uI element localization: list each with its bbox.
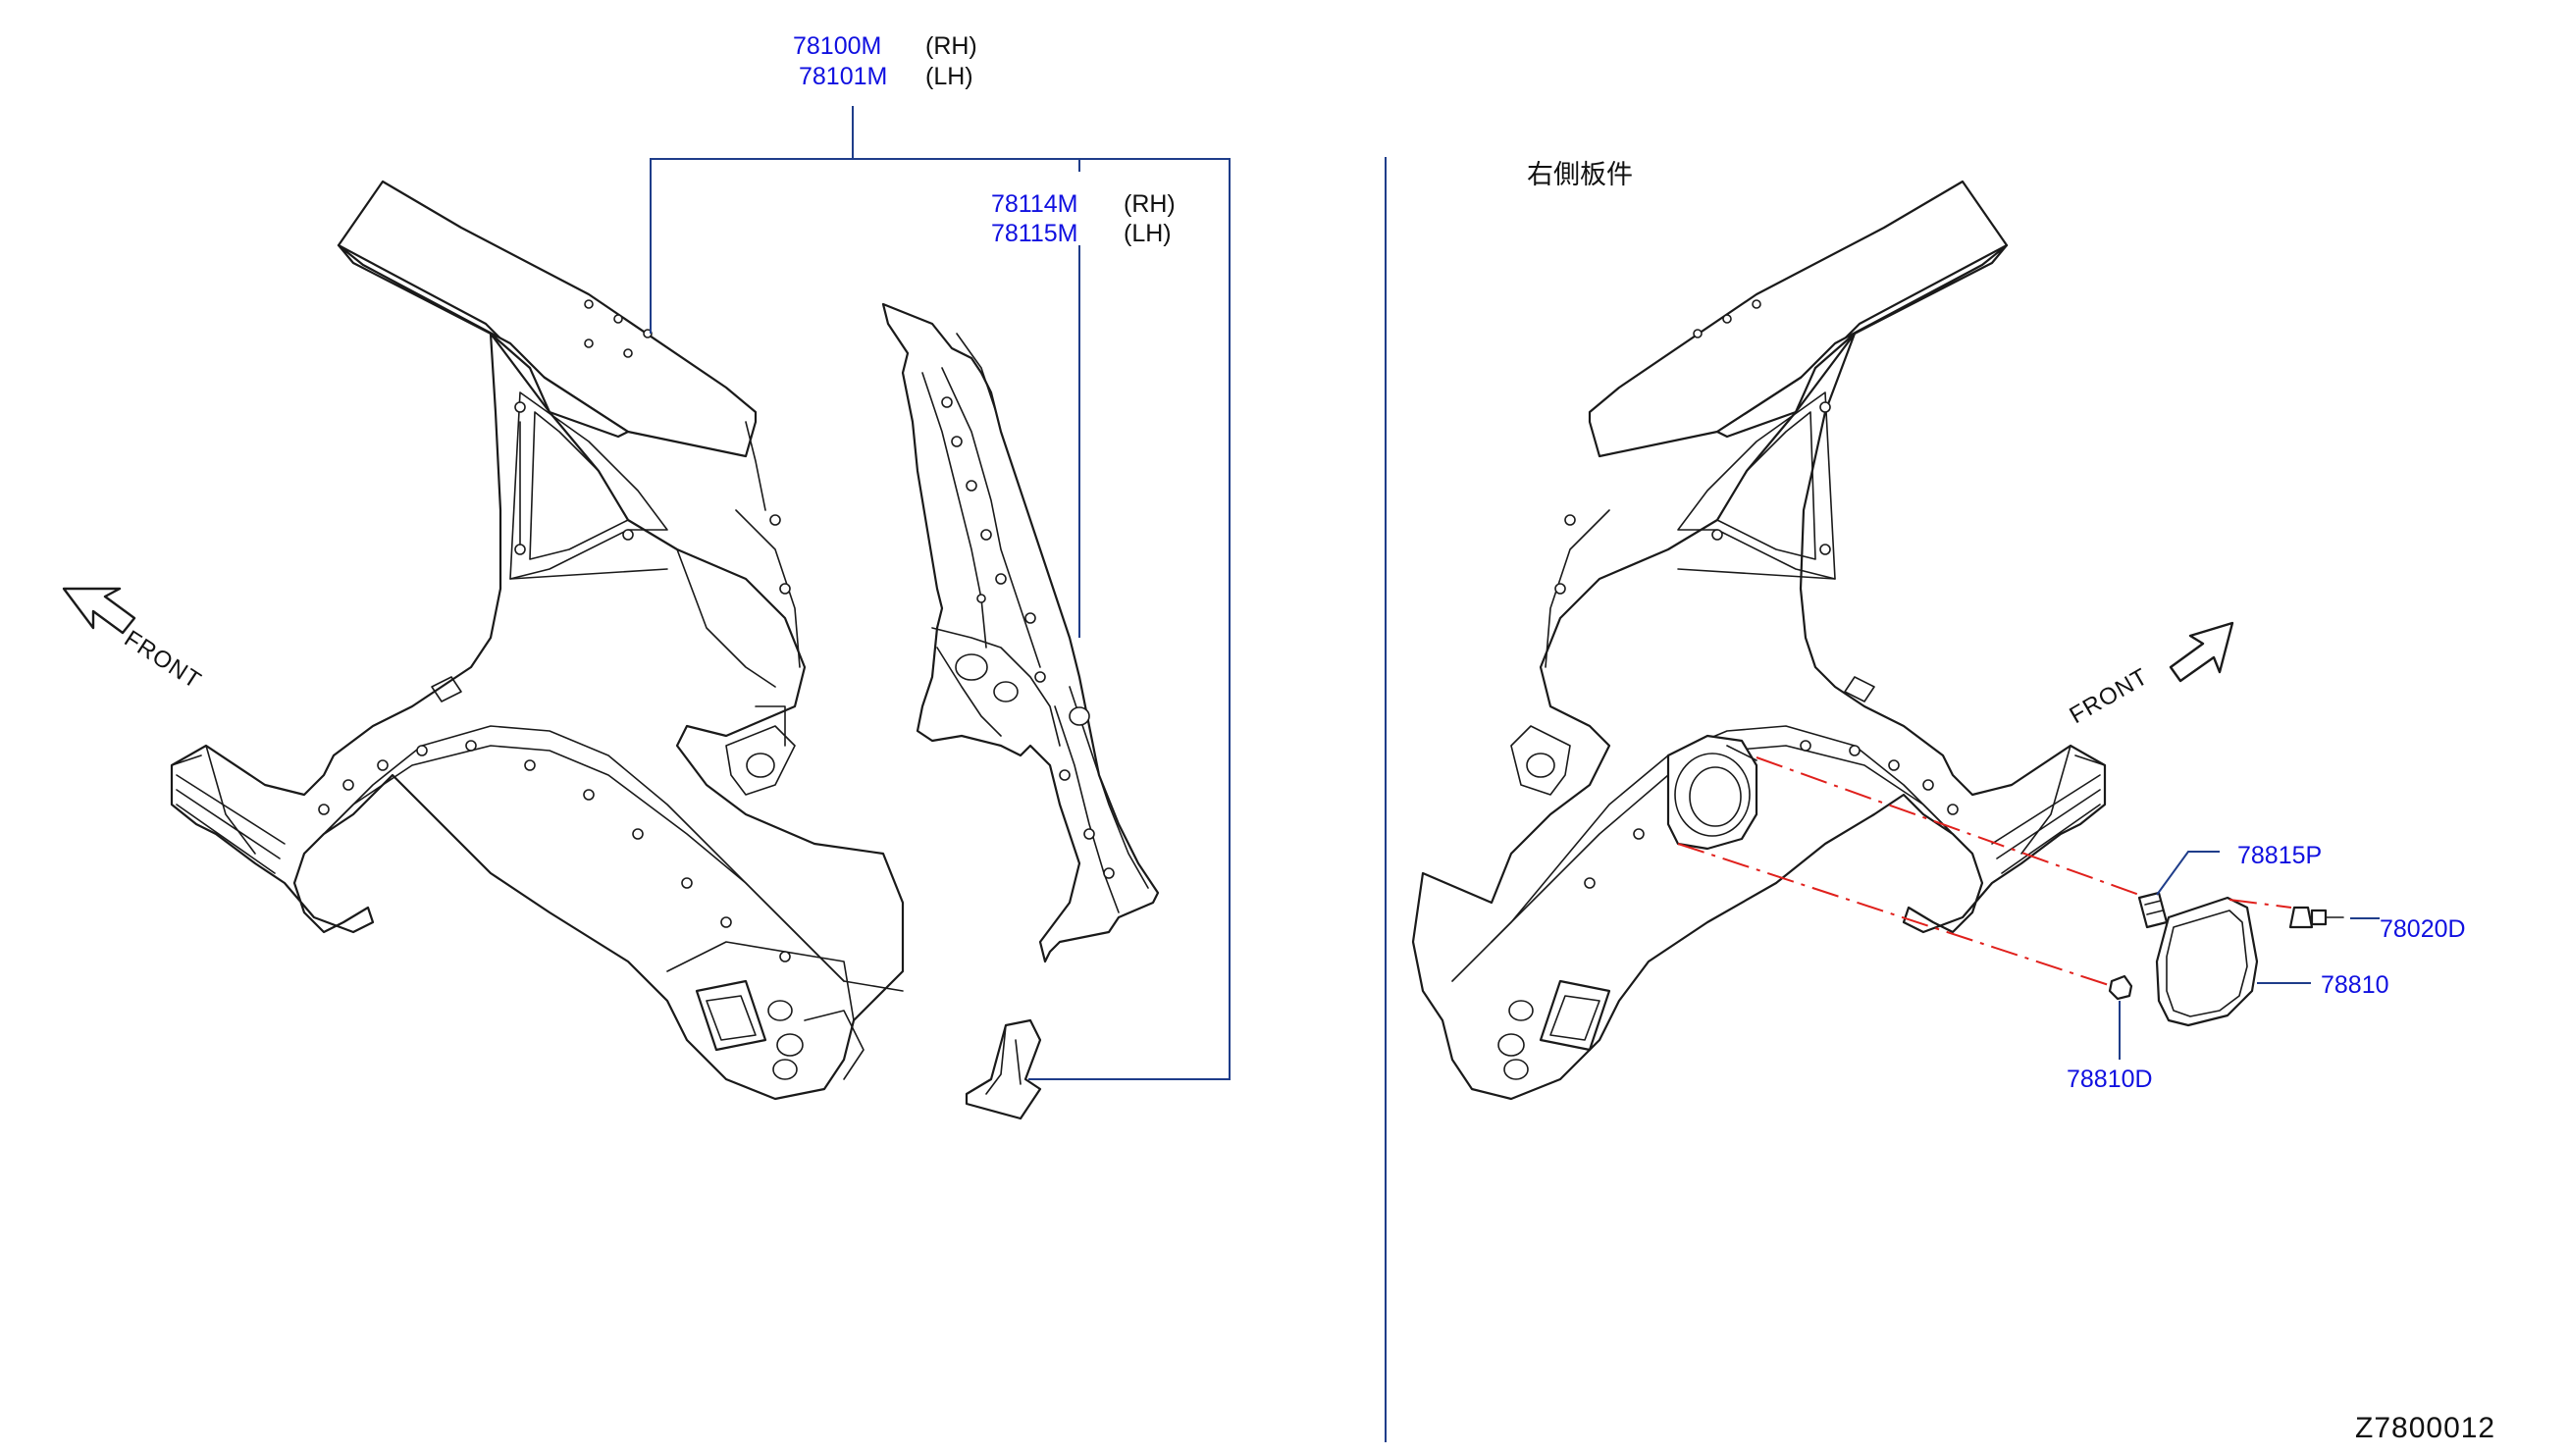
left-small-bracket bbox=[965, 1018, 1042, 1120]
callout-outer-rh-part: 78100M bbox=[793, 32, 881, 60]
right-outer-side-panel bbox=[1411, 180, 2107, 1101]
left-front-label: FRONT bbox=[120, 625, 206, 694]
right-front-arrow bbox=[2169, 621, 2234, 683]
left-panel-fasteners bbox=[318, 299, 791, 962]
callout-screw: 78020D bbox=[2380, 915, 2466, 943]
left-front-arrow bbox=[62, 587, 136, 635]
callout-inner-rh-part: 78114M bbox=[991, 190, 1078, 218]
fuel-lid-part bbox=[2155, 896, 2259, 1027]
fuel-lid-spring-part bbox=[2137, 891, 2169, 929]
callout-bumper: 78810D bbox=[2067, 1066, 2153, 1093]
callout-inner-lh-side: (LH) bbox=[1124, 220, 1172, 247]
right-front-label: FRONT bbox=[2066, 663, 2153, 729]
left-outer-side-panel bbox=[170, 180, 905, 1101]
callout-outer-lh-side: (LH) bbox=[925, 63, 973, 90]
callout-outer-lh-part: 78101M bbox=[799, 63, 887, 90]
callout-fuel-lid: 78810 bbox=[2321, 971, 2389, 999]
screw-part bbox=[2288, 906, 2344, 929]
left-inner-panel-holes bbox=[941, 396, 1115, 879]
callout-inner-rh-side: (RH) bbox=[1124, 190, 1176, 218]
right-leaders bbox=[2119, 851, 2380, 1060]
diagram-title: 右側板件 bbox=[1527, 160, 1633, 190]
fuel-filler-opening bbox=[1666, 734, 1758, 851]
diagram-code: Z7800012 bbox=[2355, 1412, 2495, 1444]
callout-inner-lh-part: 78115M bbox=[991, 220, 1078, 247]
callout-spring: 78815P bbox=[2237, 842, 2322, 869]
left-leaders bbox=[650, 106, 1231, 1080]
bumper-part bbox=[2108, 974, 2133, 1001]
assembly-lines bbox=[1677, 756, 2292, 987]
left-inner-panel bbox=[881, 302, 1160, 1120]
callout-outer-rh-side: (RH) bbox=[925, 32, 977, 60]
